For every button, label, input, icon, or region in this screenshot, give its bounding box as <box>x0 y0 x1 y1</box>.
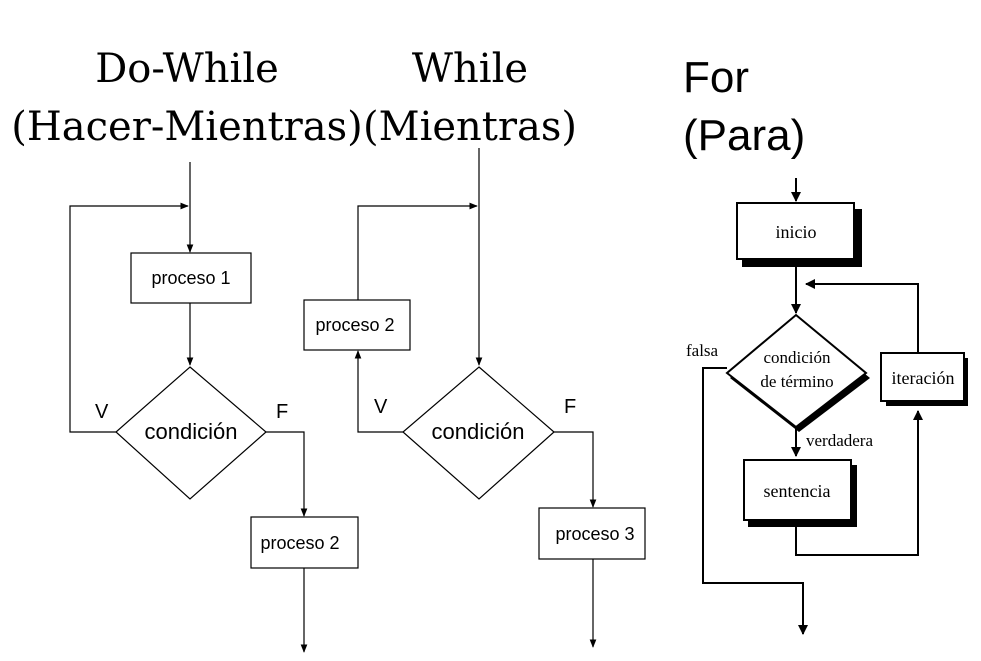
for-false-arrow <box>702 367 808 635</box>
for-statement-box <box>743 459 852 521</box>
do-while-process1-box <box>130 252 252 304</box>
while-process2-label: proceso 2 <box>315 315 394 335</box>
while-process3-box <box>538 507 646 560</box>
for-iteration-label: iteración <box>892 368 955 388</box>
do-while-true-label: V <box>95 401 109 423</box>
for-title: For <box>683 53 749 102</box>
while-true-arrow <box>354 350 403 433</box>
for-statement-to-iteration-arrow <box>795 410 923 556</box>
do-while-process1-label: proceso 1 <box>151 268 230 288</box>
for-true-label: verdadera <box>806 431 873 450</box>
while-condition-diamond <box>402 366 555 500</box>
while-title: While <box>412 46 528 92</box>
do-while-subtitle: (Hacer-Mientras) <box>11 104 362 150</box>
do-while-diagram: Do-While (Hacer-Mientras) proceso 1 cond… <box>11 46 363 653</box>
for-diagram: For (Para) inicio condición de término f… <box>683 53 968 635</box>
for-condition-label-line1: condición <box>763 348 831 367</box>
while-loop-arrow <box>357 202 478 300</box>
do-while-condition-diamond <box>115 366 267 500</box>
while-process3-label: proceso 3 <box>555 524 634 544</box>
while-true-label: V <box>374 396 388 418</box>
do-while-condition-label: condición <box>145 419 238 444</box>
while-false-label: F <box>564 396 576 418</box>
do-while-false-label: F <box>276 401 288 423</box>
while-diagram: While (Mientras) condición V F proceso 2… <box>303 46 646 648</box>
do-while-process2-label: proceso 2 <box>260 533 339 553</box>
while-process2-box <box>303 299 411 351</box>
for-condition-diamond <box>725 313 868 429</box>
for-init-box <box>736 202 855 260</box>
while-subtitle: (Mientras) <box>363 104 577 150</box>
for-iteration-box <box>880 352 965 402</box>
for-statement-label: sentencia <box>764 481 831 501</box>
for-condition-label-line2: de término <box>760 372 833 391</box>
do-while-false-arrow <box>266 431 308 517</box>
for-iteration-loop-arrow <box>805 279 919 353</box>
do-while-title: Do-While <box>95 46 279 92</box>
do-while-loop-arrow <box>69 202 189 433</box>
for-false-label: falsa <box>686 341 719 360</box>
for-subtitle: (Para) <box>683 111 805 160</box>
while-false-arrow <box>554 431 597 508</box>
while-condition-label: condición <box>432 419 525 444</box>
for-init-label: inicio <box>776 222 817 242</box>
